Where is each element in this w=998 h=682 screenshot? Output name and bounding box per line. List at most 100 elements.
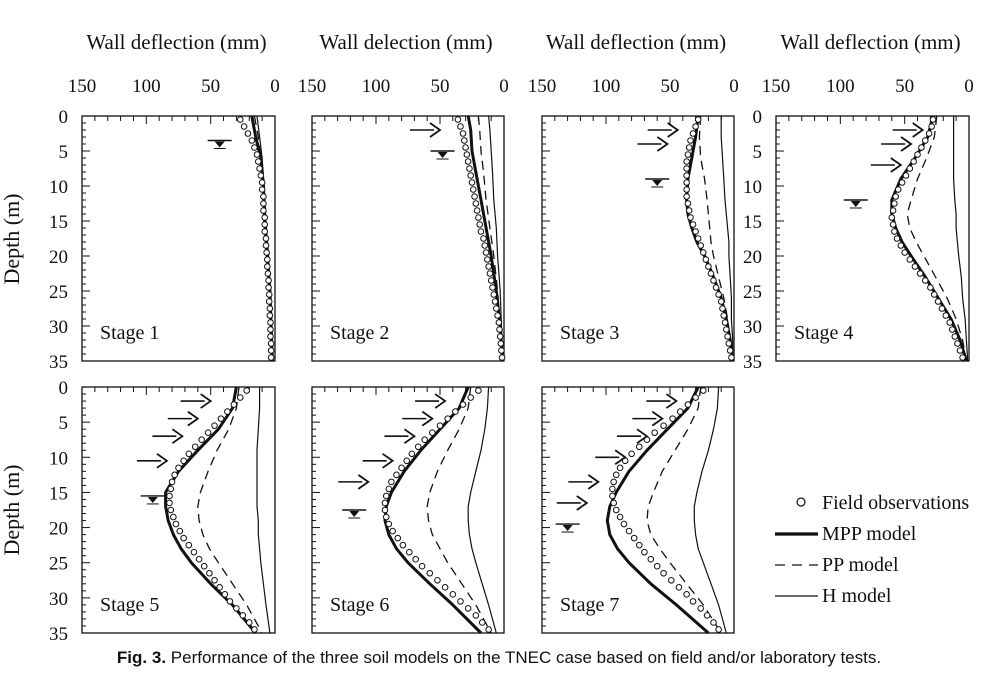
field-observation-point [906, 256, 914, 263]
pp-model-line [197, 386, 263, 634]
field-observation-point [459, 401, 467, 408]
field-observation-point [233, 605, 240, 612]
field-observation-point [429, 429, 436, 436]
field-observation-point [712, 284, 720, 291]
field-observation-point [893, 235, 901, 242]
field-observation-point [263, 263, 271, 270]
field-observation-point [472, 200, 480, 207]
field-observation-point [703, 612, 711, 619]
field-observation-point [405, 548, 413, 556]
mpp-model-line [383, 386, 483, 635]
water-table-triangle [652, 180, 663, 186]
y-tick-label: 35 [49, 624, 68, 645]
field-observation-point [715, 291, 722, 298]
water-table-triangle [349, 511, 360, 517]
field-observation-point [723, 326, 730, 333]
x-tick-label: 0 [499, 76, 509, 97]
field-observation-point [468, 179, 476, 186]
field-observation-point [382, 513, 390, 521]
field-observation-point [262, 235, 270, 242]
strut-arrow-head [665, 393, 678, 409]
y-axis-title-top: Depth (m) [0, 193, 24, 284]
x-tick-label: 0 [729, 76, 739, 97]
pp-model-line [426, 386, 492, 634]
field-observation-point [612, 506, 620, 514]
field-observation-point [254, 158, 262, 165]
pp-model-line [646, 386, 722, 634]
strut-arrow-head [434, 393, 447, 409]
field-observation-point [267, 340, 275, 347]
x-tick-label: 150 [68, 76, 97, 97]
field-observation-point [167, 485, 175, 493]
strut-arrow-head [429, 122, 442, 138]
field-observation-point [616, 513, 624, 521]
y-axis-title-bottom: Depth (m) [0, 464, 24, 555]
field-observation-point [612, 471, 620, 479]
field-observation-point [942, 312, 950, 319]
pp-model-line [906, 115, 968, 362]
field-observation-point [180, 457, 187, 465]
field-observation-point [892, 193, 899, 200]
field-observation-point [459, 130, 467, 137]
y-tick-label: 0 [59, 107, 69, 128]
field-observation-point [170, 513, 177, 521]
field-observation-point [918, 144, 925, 151]
field-observation-point [253, 151, 261, 158]
field-observation-point [491, 298, 499, 305]
field-observation-point [929, 116, 937, 123]
field-observation-point [385, 520, 393, 528]
field-observation-point [610, 478, 617, 486]
field-observation-point [495, 319, 503, 326]
x-axis-title: Wall delection (mm) [319, 30, 492, 54]
field-observation-point [436, 422, 444, 429]
strut-arrow-head [656, 136, 670, 152]
field-observation-point [694, 116, 702, 123]
strut-arrow-head [587, 474, 600, 490]
field-observation-point [676, 408, 684, 415]
field-observation-point [403, 457, 411, 465]
panel-7: Stage 7 [541, 386, 735, 635]
excavation-level-marker [207, 139, 232, 149]
field-observation-point [454, 116, 462, 123]
x-tick-label: 50 [661, 76, 680, 97]
field-observation-point [493, 305, 500, 312]
field-observation-point [230, 401, 238, 408]
strut-arrow-head [382, 453, 395, 469]
field-observation-point [705, 263, 712, 270]
panel-frame [775, 115, 970, 362]
field-observation-point [726, 347, 734, 354]
field-observation-point [653, 562, 661, 570]
field-observation-point [476, 221, 483, 228]
field-observation-point [393, 471, 400, 479]
excavation-level-marker [430, 150, 455, 160]
field-observation-point [258, 186, 266, 193]
field-observation-point [898, 179, 906, 186]
y-tick-label: 10 [743, 177, 762, 198]
stage-label: Stage 3 [560, 322, 619, 344]
legend-field-label: Field observations [822, 492, 969, 514]
x-tick-label: 50 [201, 76, 220, 97]
field-observation-point [475, 214, 482, 221]
field-observation-point [717, 298, 725, 305]
field-observation-point [204, 429, 212, 436]
field-observation-point [398, 464, 405, 472]
field-observation-point [195, 555, 203, 563]
field-observation-point [946, 319, 954, 326]
figure-caption: Fig. 3. Performance of the three soil mo… [0, 648, 998, 668]
field-observation-point [710, 277, 717, 284]
field-observation-point [248, 137, 256, 144]
y-tick-label: 30 [743, 317, 762, 338]
field-observation-point [888, 214, 896, 221]
field-observation-point [226, 598, 234, 605]
excavation-level-marker [342, 509, 367, 519]
strut-arrow-head [421, 410, 434, 427]
field-observation-point [251, 144, 258, 151]
field-observation-point [475, 387, 482, 394]
x-tick-label: 0 [964, 76, 974, 97]
field-observation-point [906, 165, 914, 172]
stage-label: Stage 4 [794, 322, 853, 344]
field-observation-point [171, 471, 178, 479]
h-model-line [256, 387, 271, 634]
